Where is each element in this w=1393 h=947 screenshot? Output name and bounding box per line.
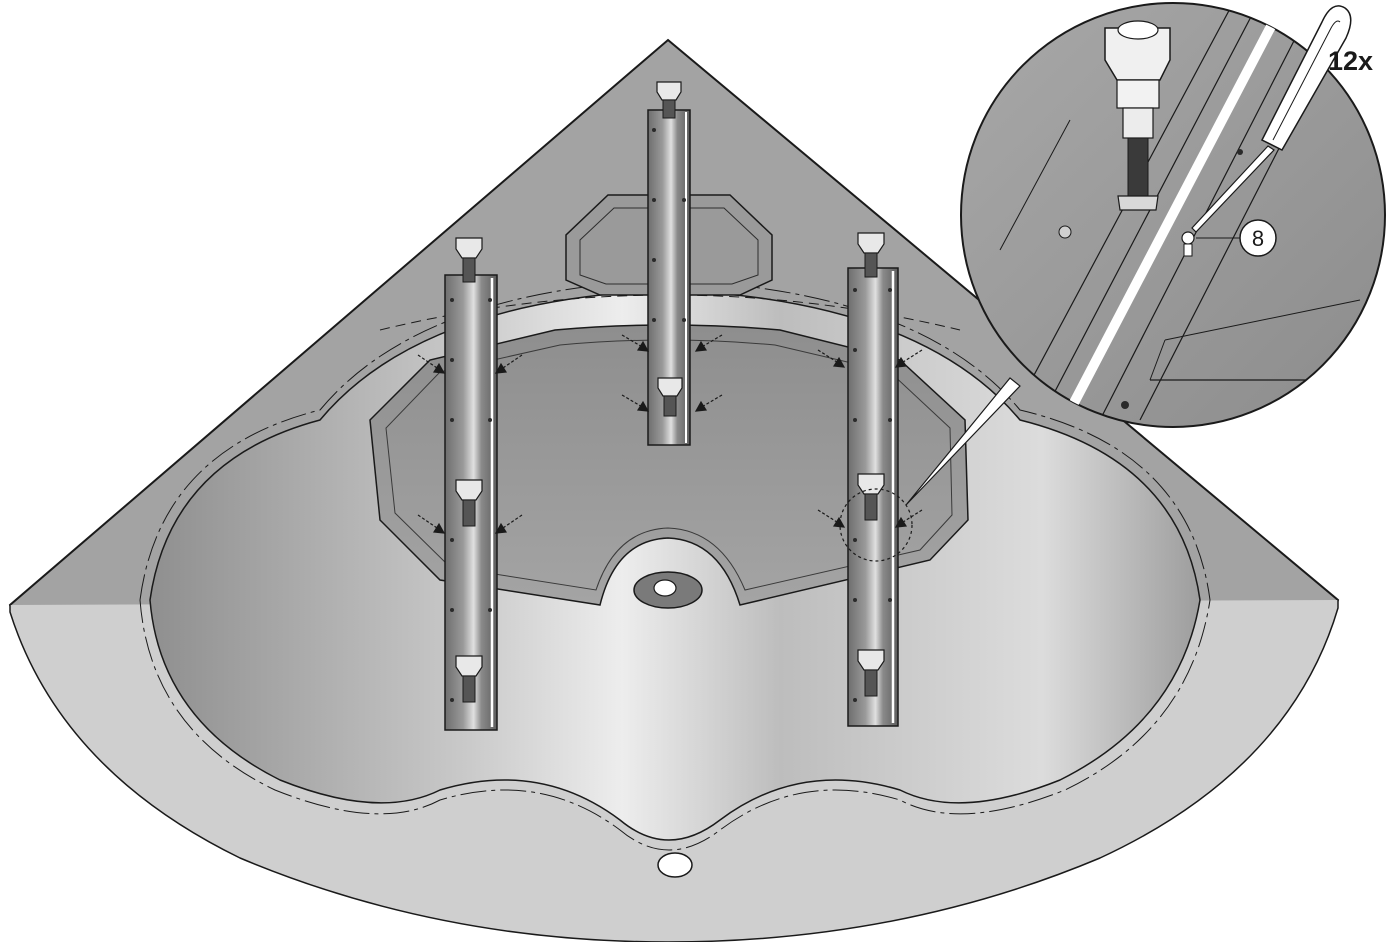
part-number-badge: 8 [1239, 219, 1277, 257]
support-rail-center [647, 81, 691, 446]
adjustable-foot [455, 655, 483, 703]
adjustable-foot [857, 232, 885, 278]
adjustable-foot [656, 81, 682, 119]
part-number: 8 [1252, 226, 1264, 251]
adjustable-foot [455, 479, 483, 527]
drain-center [633, 571, 703, 609]
rail-holes [450, 128, 892, 702]
adjustable-foot [857, 649, 885, 697]
quantity-label: 12x [1328, 46, 1374, 76]
support-rail-left [444, 237, 498, 731]
screwdriver-icon [1191, 5, 1352, 233]
screw-arrows [417, 334, 923, 534]
zoom-detail: 8 [960, 2, 1386, 428]
tub-bowl-contour [139, 279, 1211, 851]
support-rail-right [847, 232, 899, 727]
drain-overflow [657, 852, 693, 878]
detail-marker [839, 488, 913, 562]
adjustable-foot [657, 377, 683, 417]
adjustable-foot [455, 237, 483, 283]
detail-leader [905, 377, 1021, 506]
tub-headrest-inner [579, 207, 759, 285]
